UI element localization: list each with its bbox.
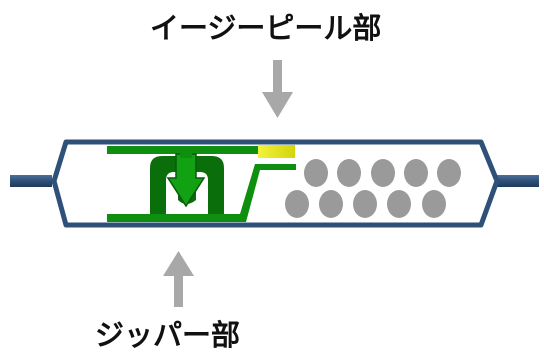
- zipper-diagonal-film: [240, 164, 296, 222]
- content-granule: [371, 159, 395, 187]
- package-contents: [285, 159, 461, 218]
- zipper-label: ジッパー部: [95, 318, 241, 352]
- package-outline: [51, 139, 500, 228]
- easy-peel-label: イージーピール部: [150, 11, 382, 45]
- content-granule: [319, 190, 343, 218]
- zipper-male-profile: [166, 153, 206, 208]
- content-granule: [437, 159, 461, 187]
- content-granule: [404, 159, 428, 187]
- easy-peel-strip: [258, 145, 295, 158]
- zipper-stem: [180, 148, 192, 158]
- content-granule: [337, 159, 361, 187]
- content-granule: [387, 190, 411, 218]
- content-granule: [304, 159, 328, 187]
- content-granule: [353, 190, 377, 218]
- zipper-part: [107, 146, 296, 222]
- left-film-tail: [10, 175, 52, 187]
- content-granule: [285, 190, 309, 218]
- zipper-arrow: [163, 251, 194, 307]
- content-granule: [422, 190, 446, 218]
- right-film-tail: [497, 175, 539, 187]
- zipper-bottom-film: [107, 214, 243, 222]
- easy-peel-arrow: [262, 60, 293, 118]
